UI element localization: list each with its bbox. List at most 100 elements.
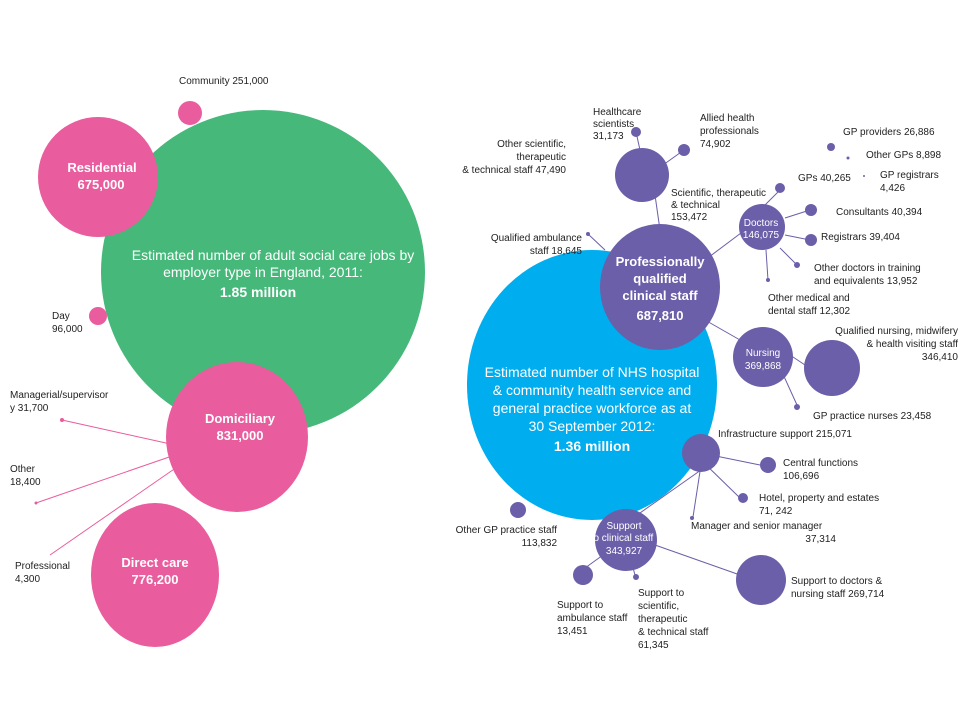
social-care-title-line-2: employer type in England, 2011: <box>163 264 363 280</box>
gp-providers-label: GP providers 26,886 <box>843 127 935 138</box>
support-scientific-line-1: Support to <box>638 588 685 599</box>
support-line-2: to clinical staff <box>591 533 654 544</box>
day-name: Day <box>52 311 70 322</box>
central-line-1: Central functions <box>783 458 858 469</box>
qualified-nursing-line-3: 346,410 <box>922 352 959 363</box>
direct-care-name: Direct care <box>121 555 188 570</box>
gps-label: GPs 40,265 <box>798 173 851 184</box>
support-doctors-line-1: Support to doctors & <box>791 576 882 587</box>
domiciliary-name: Domiciliary <box>205 411 276 426</box>
other-scientific-line-1: Other scientific, <box>497 139 566 150</box>
support-bubble <box>595 509 657 571</box>
other-gp-staff-line-1: Other GP practice staff <box>456 525 558 536</box>
allied-health-bubble <box>678 144 690 156</box>
scientific-line-3: 153,472 <box>671 212 708 223</box>
gp-registrars-line-1: GP registrars <box>880 170 939 181</box>
community-bubble <box>178 101 202 125</box>
scientific-line-2: & technical <box>671 200 720 211</box>
allied-health-line-3: 74,902 <box>700 139 731 150</box>
direct-care-value: 776,200 <box>132 572 179 587</box>
other-scientific-line-3: & technical staff 47,490 <box>462 165 566 176</box>
qualified-nursing-bubble <box>804 340 860 396</box>
nhs-title-line-1: Estimated number of NHS hospital <box>485 364 700 380</box>
other-doctors-line-1: Other doctors in training <box>814 263 921 274</box>
support-scientific-line-3: therapeutic <box>638 614 687 625</box>
domiciliary-bubble <box>166 362 308 512</box>
support-value: 343,927 <box>606 546 643 557</box>
doctors-bubble <box>739 204 785 250</box>
managerial-dot <box>60 418 64 422</box>
other-label-line-2: 18,400 <box>10 477 41 488</box>
other-gp-staff-bubble <box>510 502 526 518</box>
community-label: Community 251,000 <box>179 76 269 87</box>
other-scientific-line-2: therapeutic <box>517 152 566 163</box>
professional-label-line-2: 4,300 <box>15 574 40 585</box>
support-ambulance-line-3: 13,451 <box>557 626 588 637</box>
residential-name: Residential <box>67 160 136 175</box>
other-doctors-line-2: and equivalents 13,952 <box>814 276 918 287</box>
scientific-line-1: Scientific, therapeutic <box>671 188 766 199</box>
support-scientific-dot <box>633 574 639 580</box>
direct-care-bubble <box>91 503 219 647</box>
social-care-title-line-1: Estimated number of adult social care jo… <box>132 247 414 263</box>
gp-practice-nurses-label: GP practice nurses 23,458 <box>813 411 932 422</box>
support-line-1: Support <box>606 521 641 532</box>
nursing-name: Nursing <box>746 348 780 359</box>
healthcare-scientists-bubble <box>631 127 641 137</box>
scientific-bubble <box>615 148 669 202</box>
gp-providers-dot <box>827 143 835 151</box>
infrastructure-label: Infrastructure support 215,071 <box>718 429 852 440</box>
manager-line-1: Manager and senior manager <box>691 521 823 532</box>
support-ambulance-bubble <box>573 565 593 585</box>
residential-value: 675,000 <box>78 177 125 192</box>
support-doctors-bubble <box>736 555 786 605</box>
purple-connectors <box>584 131 811 576</box>
other-label-line-1: Other <box>10 464 36 475</box>
social-care-total-bubble <box>101 110 425 434</box>
nhs-title-line-2: & community health service and <box>493 382 691 398</box>
support-scientific-line-5: 61,345 <box>638 640 669 651</box>
nursing-value: 369,868 <box>745 361 782 372</box>
consultants-bubble <box>805 204 817 216</box>
other-gps-label: Other GPs 8,898 <box>866 150 941 161</box>
day-value: 96,000 <box>52 324 83 335</box>
qualified-nursing-line-1: Qualified nursing, midwifery <box>835 326 958 337</box>
nhs-total: 1.36 million <box>554 438 630 454</box>
prof-qualified-line-1: Professionally <box>616 254 706 269</box>
support-scientific-line-4: & technical staff <box>638 627 709 638</box>
support-ambulance-line-2: ambulance staff <box>557 613 628 624</box>
nursing-bubble <box>733 327 793 387</box>
managerial-label-line-2: y 31,700 <box>10 403 49 414</box>
nhs-title-line-3: general practice workforce as at <box>493 400 692 416</box>
nhs-title-line-4: 30 September 2012: <box>529 418 656 434</box>
domiciliary-value: 831,000 <box>217 428 264 443</box>
consultants-label: Consultants 40,394 <box>836 207 923 218</box>
other-gps-dot <box>846 156 850 160</box>
prof-qualified-line-3: clinical staff <box>622 288 698 303</box>
pink-connectors <box>35 419 181 556</box>
doctors-name: Doctors <box>744 218 778 229</box>
healthcare-scientists-line-3: 31,173 <box>593 131 624 142</box>
gp-registrars-line-2: 4,426 <box>880 183 905 194</box>
gp-registrars-dot <box>863 175 865 177</box>
prof-qualified-value: 687,810 <box>637 308 684 323</box>
healthcare-scientists-line-2: scientists <box>593 119 634 130</box>
prof-qualified-line-2: qualified <box>633 271 687 286</box>
ambulance-dot <box>586 232 590 236</box>
registrars-label: Registrars 39,404 <box>821 232 900 243</box>
healthcare-scientists-line-1: Healthcare <box>593 107 642 118</box>
other-doctors-dot <box>794 262 800 268</box>
support-scientific-line-2: scientific, <box>638 601 679 612</box>
allied-health-line-2: professionals <box>700 126 759 137</box>
doctors-value: 146,075 <box>743 230 780 241</box>
support-ambulance-line-1: Support to <box>557 600 604 611</box>
other-medical-line-2: dental staff 12,302 <box>768 306 851 317</box>
hotel-line-2: 71, 242 <box>759 506 793 517</box>
social-care-total: 1.85 million <box>220 284 296 300</box>
other-gp-staff-line-2: 113,832 <box>522 538 558 549</box>
managerial-label-line-1: Managerial/supervisor <box>10 390 109 401</box>
allied-health-line-1: Allied health <box>700 113 754 124</box>
manager-dot <box>690 516 694 520</box>
ambulance-line-2: staff 18,645 <box>530 246 583 257</box>
